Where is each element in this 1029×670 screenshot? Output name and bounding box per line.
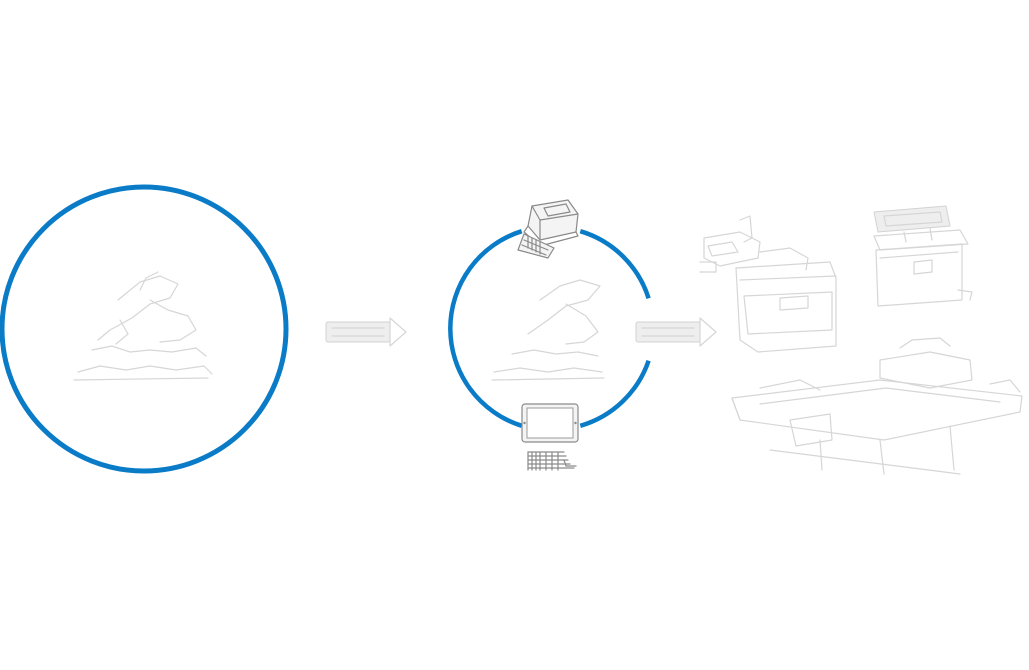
stage-2-group bbox=[448, 199, 651, 471]
stage-1-logo-sketch bbox=[73, 271, 213, 381]
tablet-icon bbox=[521, 403, 579, 443]
stage-2-ring-right-bottom-arc bbox=[579, 359, 651, 428]
label-printer-icon bbox=[517, 199, 579, 259]
stage-1-group bbox=[0, 184, 289, 474]
screen-printing-machine-icon bbox=[699, 215, 837, 353]
connector-2-arrow bbox=[635, 317, 717, 347]
stage-2-logo-sketch bbox=[491, 279, 605, 381]
stage-3-group bbox=[699, 205, 1023, 475]
stage-1-ring bbox=[0, 184, 289, 474]
stage-2-ring-right-top-arc bbox=[579, 229, 651, 299]
stage-2-ring-left-arc bbox=[448, 229, 523, 428]
connector-1-arrow bbox=[325, 317, 407, 347]
barcode-labels-icon bbox=[527, 451, 577, 471]
conveyor-machine-icon bbox=[731, 337, 1023, 475]
press-machine-icon bbox=[873, 205, 973, 307]
